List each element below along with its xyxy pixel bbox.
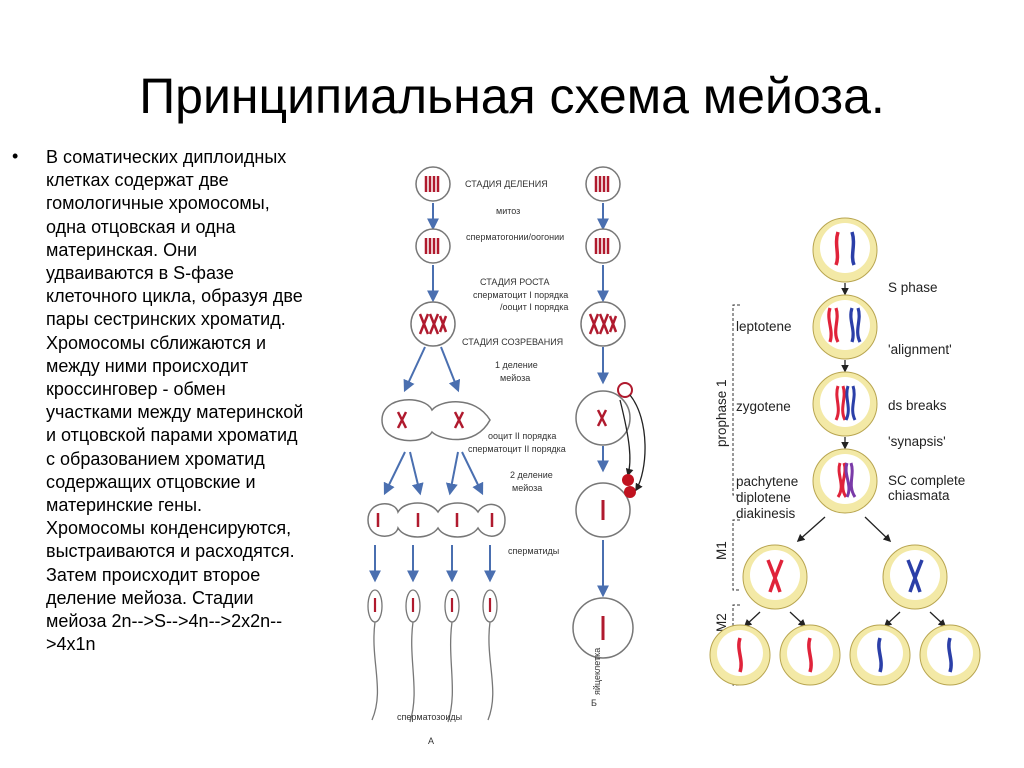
label-spermatocyte-1: сперматоцит I порядка <box>473 290 568 300</box>
cell-zygotene <box>812 371 878 437</box>
cell-spermatogonium-2 <box>415 228 451 264</box>
label-zygotene: zygotene <box>736 399 791 414</box>
label-m1: M1 <box>714 541 729 560</box>
label-spermatogonia: сперматогонии/оогонии <box>466 232 564 242</box>
cell-spermatids-chain <box>367 502 506 538</box>
label-panel-b: Б <box>591 698 597 708</box>
label-leptotene: leptotene <box>736 319 792 334</box>
cell-m2-4 <box>919 624 981 686</box>
cell-pachytene <box>812 448 878 514</box>
label-prophase-1: prophase 1 <box>714 379 729 447</box>
label-division-1b: мейоза <box>500 373 530 383</box>
cell-spermatogonium-1 <box>415 166 451 202</box>
bullet-marker: • <box>12 146 19 166</box>
label-synapsis: 'synapsis' <box>888 434 946 449</box>
cell-oogonium-1 <box>585 166 621 202</box>
body-text: В соматических диплоидных клетках содерж… <box>46 147 304 655</box>
cell-oocyte-1 <box>580 301 626 347</box>
label-oocyte-2: ооцит II порядка <box>488 431 556 441</box>
label-s-phase: S phase <box>888 280 938 295</box>
label-m2: M2 <box>714 613 729 632</box>
cell-g1 <box>812 217 878 283</box>
cell-oocyte-mature <box>575 474 636 538</box>
label-division-2a: 2 деление <box>510 470 553 480</box>
meiosis-phase-diagram: prophase 1 M1 M2 S phase leptotene 'alig… <box>709 217 981 686</box>
label-division-1a: 1 деление <box>495 360 538 370</box>
label-egg: яйцеклетка <box>592 648 602 695</box>
cell-m2-3 <box>849 624 911 686</box>
label-alignment: 'alignment' <box>888 342 952 357</box>
cell-m1-right <box>882 544 948 610</box>
cell-m2-1 <box>709 624 771 686</box>
label-sc-complete: SC complete <box>888 473 965 488</box>
cell-m1-left <box>742 544 808 610</box>
cell-m2-2 <box>779 624 841 686</box>
label-chiasmata: chiasmata <box>888 488 950 503</box>
label-spermatocyte-2: сперматоцит II порядка <box>468 444 566 454</box>
label-spermatids: сперматиды <box>508 546 559 556</box>
cell-spermatocyte-2-pair <box>381 399 491 442</box>
cell-egg <box>572 597 634 659</box>
label-ds-breaks: ds breaks <box>888 398 947 413</box>
label-pachytene: pachytene <box>736 474 798 489</box>
label-diakinesis: diakinesis <box>736 506 796 521</box>
label-stage-maturation: СТАДИЯ СОЗРЕВАНИЯ <box>462 337 563 347</box>
label-mitosis: митоз <box>496 206 520 216</box>
cell-oocyte-2 <box>575 382 633 446</box>
label-spermatozoa: сперматозоиды <box>397 712 462 722</box>
label-division-2b: мейоза <box>512 483 542 493</box>
cell-oogonium-2 <box>585 228 621 264</box>
gametogenesis-diagram: СТАДИЯ ДЕЛЕНИЯ митоз сперматогонии/оогон… <box>367 166 646 746</box>
cell-spermatocyte-1 <box>410 301 456 347</box>
slide-title: Принципиальная схема мейоза. <box>139 68 885 124</box>
label-panel-a: А <box>428 736 434 746</box>
label-diplotene: diplotene <box>736 490 791 505</box>
spermatozoa <box>367 589 498 723</box>
label-stage-growth: СТАДИЯ РОСТА <box>480 277 549 287</box>
label-stage-division: СТАДИЯ ДЕЛЕНИЯ <box>465 179 548 189</box>
cell-leptotene <box>812 294 878 360</box>
label-oocyte-1: /ооцит I порядка <box>500 302 568 312</box>
